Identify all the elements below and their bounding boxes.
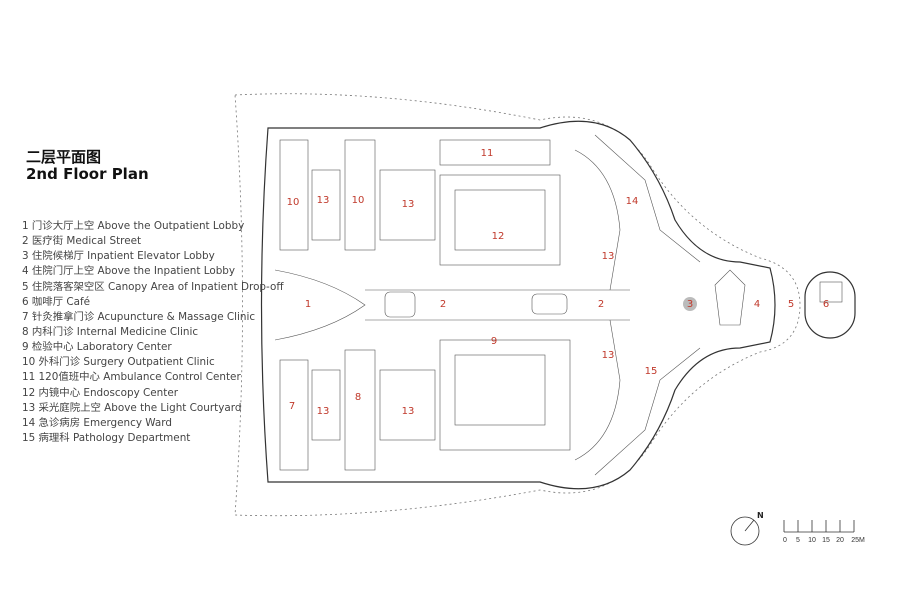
elevator-lobby-marker xyxy=(683,297,697,311)
plan-label: 8 xyxy=(355,392,361,403)
plan-label: 5 xyxy=(788,299,794,310)
plan-label: 11 xyxy=(481,148,494,159)
legend: 1 门诊大厅上空 Above the Outpatient Lobby 2 医疗… xyxy=(22,219,283,446)
north-arrow: N xyxy=(730,511,764,546)
legend-item: 14 急诊病房 Emergency Ward xyxy=(22,416,172,429)
scale-tick: 15 xyxy=(822,537,830,544)
plan-label: 6 xyxy=(823,299,829,310)
legend-item: 2 医疗街 Medical Street xyxy=(22,235,142,248)
plan-label: 7 xyxy=(289,401,295,412)
interior-walls xyxy=(274,134,746,476)
site-outline xyxy=(234,93,801,517)
plan-label: 15 xyxy=(645,366,658,377)
plan-label: 2 xyxy=(598,299,604,310)
building-outline xyxy=(260,120,776,490)
north-label: N xyxy=(757,511,764,520)
plan-label: 14 xyxy=(626,196,639,207)
plan-label: 13 xyxy=(602,350,615,361)
plan-label: 13 xyxy=(402,199,415,210)
plan-label: 13 xyxy=(317,406,330,417)
legend-item: 8 内科门诊 Internal Medicine Clinic xyxy=(22,325,199,338)
compass-icon xyxy=(730,516,760,546)
plan-label: 10 xyxy=(287,197,300,208)
plan-label: 4 xyxy=(754,299,760,310)
legend-item: 5 住院落客架空区 Canopy Area of Inpatient Drop-… xyxy=(22,280,284,293)
legend-item: 6 咖啡厅 Café xyxy=(22,295,91,308)
legend-item: 4 住院门厅上空 Above the Inpatient Lobby xyxy=(22,265,236,278)
plan-label: 13 xyxy=(402,406,415,417)
scale-tick: 10 xyxy=(808,537,816,544)
plan-label: 1 xyxy=(305,299,311,310)
scale-labels: 0 5 10 15 20 25M xyxy=(783,537,865,544)
plan-label: 2 xyxy=(440,299,446,310)
scale-tick: 25M xyxy=(851,537,865,544)
plan-label: 12 xyxy=(492,231,505,242)
legend-item: 9 检验中心 Laboratory Center xyxy=(22,341,172,354)
scale-bar xyxy=(783,520,855,533)
legend-item: 3 住院候梯厅 Inpatient Elevator Lobby xyxy=(22,250,215,263)
legend-item: 1 门诊大厅上空 Above the Outpatient Lobby xyxy=(22,220,245,232)
scale-tick: 20 xyxy=(836,537,844,544)
legend-item: 12 内镜中心 Endoscopy Center xyxy=(22,386,178,399)
plan-labels: 11 10 13 10 13 14 12 13 1 2 2 3 4 5 6 9 … xyxy=(287,148,830,417)
legend-item: 11 120值班中心 Ambulance Control Center xyxy=(22,371,241,384)
title-en: 2nd Floor Plan xyxy=(26,165,149,183)
cafe-pavilion xyxy=(804,271,856,339)
title-cn: 二层平面图 xyxy=(26,148,102,166)
plan-label: 3 xyxy=(687,299,693,310)
scale-tick: 5 xyxy=(796,537,800,544)
plan-label: 10 xyxy=(352,195,365,206)
plan-label: 13 xyxy=(317,195,330,206)
scale-tick: 0 xyxy=(783,537,787,544)
legend-item: 15 病理科 Pathology Department xyxy=(22,431,191,444)
plan-label: 13 xyxy=(602,251,615,262)
legend-item: 13 采光庭院上空 Above the Light Courtyard xyxy=(22,401,242,414)
legend-item: 7 针灸推拿门诊 Acupuncture & Massage Clinic xyxy=(22,310,256,323)
plan-label: 9 xyxy=(491,336,497,347)
legend-item: 10 外科门诊 Surgery Outpatient Clinic xyxy=(22,356,215,369)
